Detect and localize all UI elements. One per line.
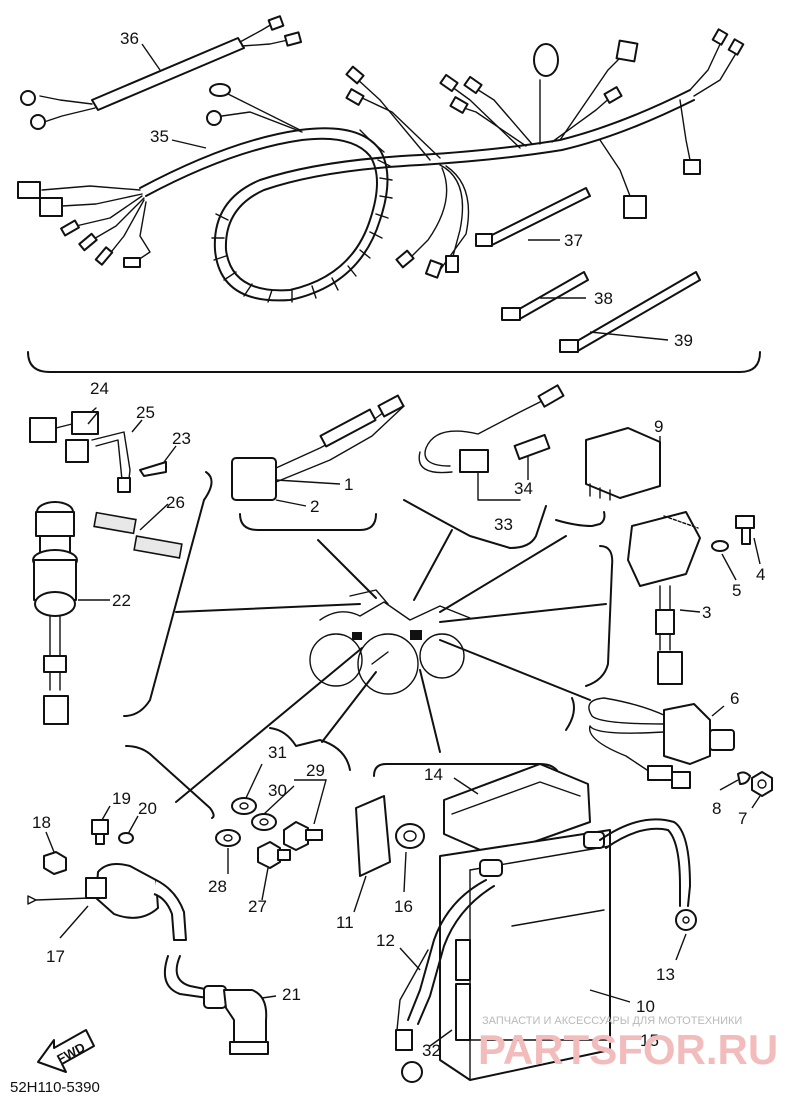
part-label-10: 10 xyxy=(636,997,655,1016)
part-label-8: 8 xyxy=(712,799,721,818)
part-label-34: 34 xyxy=(514,479,533,498)
part-labels: 36 35 37 38 39 24 25 23 26 22 1 2 34 33 … xyxy=(32,29,765,1060)
relay-group xyxy=(231,384,661,549)
part-label-12: 12 xyxy=(376,931,395,950)
rectifier-group xyxy=(585,511,755,687)
part-label-16: 16 xyxy=(394,897,413,916)
part-label-14: 14 xyxy=(424,765,443,784)
part-label-6: 6 xyxy=(730,689,739,708)
part-label-21: 21 xyxy=(282,985,301,1004)
part-label-33: 33 xyxy=(494,515,513,534)
watermark-caption: ЗАПЧАСТИ И АКСЕССУАРЫ ДЛЯ МОТОТЕХНИКИ xyxy=(482,1015,742,1027)
part-label-11: 11 xyxy=(336,913,354,932)
part-label-18: 18 xyxy=(32,813,51,832)
part-label-28: 28 xyxy=(208,877,227,896)
part-label-23: 23 xyxy=(172,429,191,448)
diagram-code: 52H110-5390 xyxy=(10,1079,100,1096)
neutral-switch-group xyxy=(215,727,351,869)
part-label-27: 27 xyxy=(248,897,267,916)
part-label-9: 9 xyxy=(654,417,663,436)
wire-harness-group xyxy=(17,15,761,373)
starter-relay-group xyxy=(27,745,269,1055)
battery-group xyxy=(355,763,697,1083)
watermark: ЗАПЧАСТИ И АКСЕССУАРЫ ДЛЯ МОТОТЕХНИКИ PA… xyxy=(478,1015,778,1073)
part-label-19: 19 xyxy=(112,789,131,808)
part-label-24: 24 xyxy=(90,379,109,398)
part-label-5: 5 xyxy=(732,581,741,600)
part-label-2: 2 xyxy=(310,497,319,516)
part-label-13: 13 xyxy=(656,965,675,984)
fwd-label: FWD xyxy=(54,1039,87,1066)
part-label-4: 4 xyxy=(756,565,765,584)
part-label-37: 37 xyxy=(564,231,583,250)
part-label-20: 20 xyxy=(138,799,157,818)
watermark-brand: PARTSFOR.RU xyxy=(478,1026,778,1073)
part-label-35: 35 xyxy=(150,127,169,146)
main-switch-group xyxy=(29,407,213,725)
part-label-29: 29 xyxy=(306,761,325,780)
part-label-36: 36 xyxy=(120,29,139,48)
center-silhouette xyxy=(175,529,607,803)
part-label-26: 26 xyxy=(166,493,185,512)
part-label-30: 30 xyxy=(268,781,287,800)
part-label-22: 22 xyxy=(112,591,131,610)
part-label-31: 31 xyxy=(268,743,287,762)
part-label-32: 32 xyxy=(422,1041,441,1060)
part-label-7: 7 xyxy=(738,809,747,828)
part-label-15: 15 xyxy=(640,1031,659,1050)
leader-lines xyxy=(45,43,761,1047)
switch-6-group xyxy=(565,697,773,797)
part-label-38: 38 xyxy=(594,289,613,308)
part-label-39: 39 xyxy=(674,331,693,350)
part-label-25: 25 xyxy=(136,403,155,422)
part-label-3: 3 xyxy=(702,603,711,622)
fwd-arrow: FWD xyxy=(37,1029,95,1073)
part-label-17: 17 xyxy=(46,947,65,966)
part-label-1: 1 xyxy=(344,475,353,494)
